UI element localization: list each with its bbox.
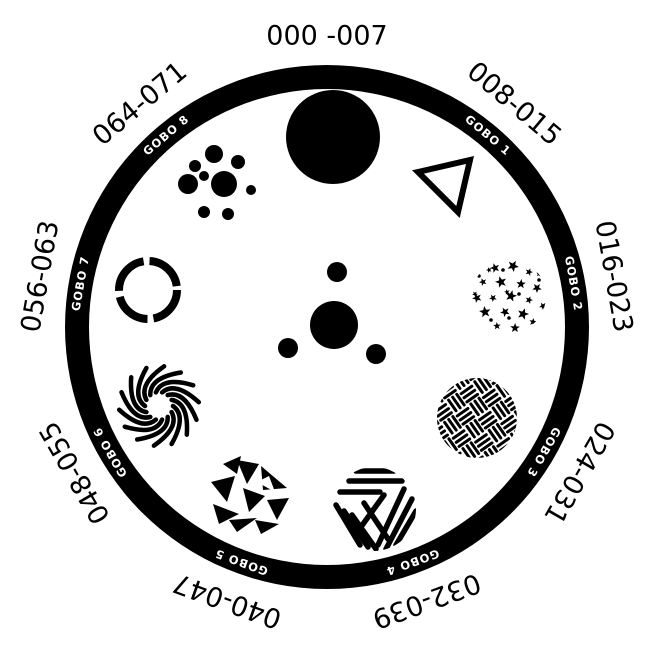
- range-label: 016-023: [589, 218, 639, 334]
- range-label: 056-063: [15, 218, 65, 334]
- range-label: 000 -007: [266, 21, 387, 52]
- solid-disc-icon: [286, 90, 380, 184]
